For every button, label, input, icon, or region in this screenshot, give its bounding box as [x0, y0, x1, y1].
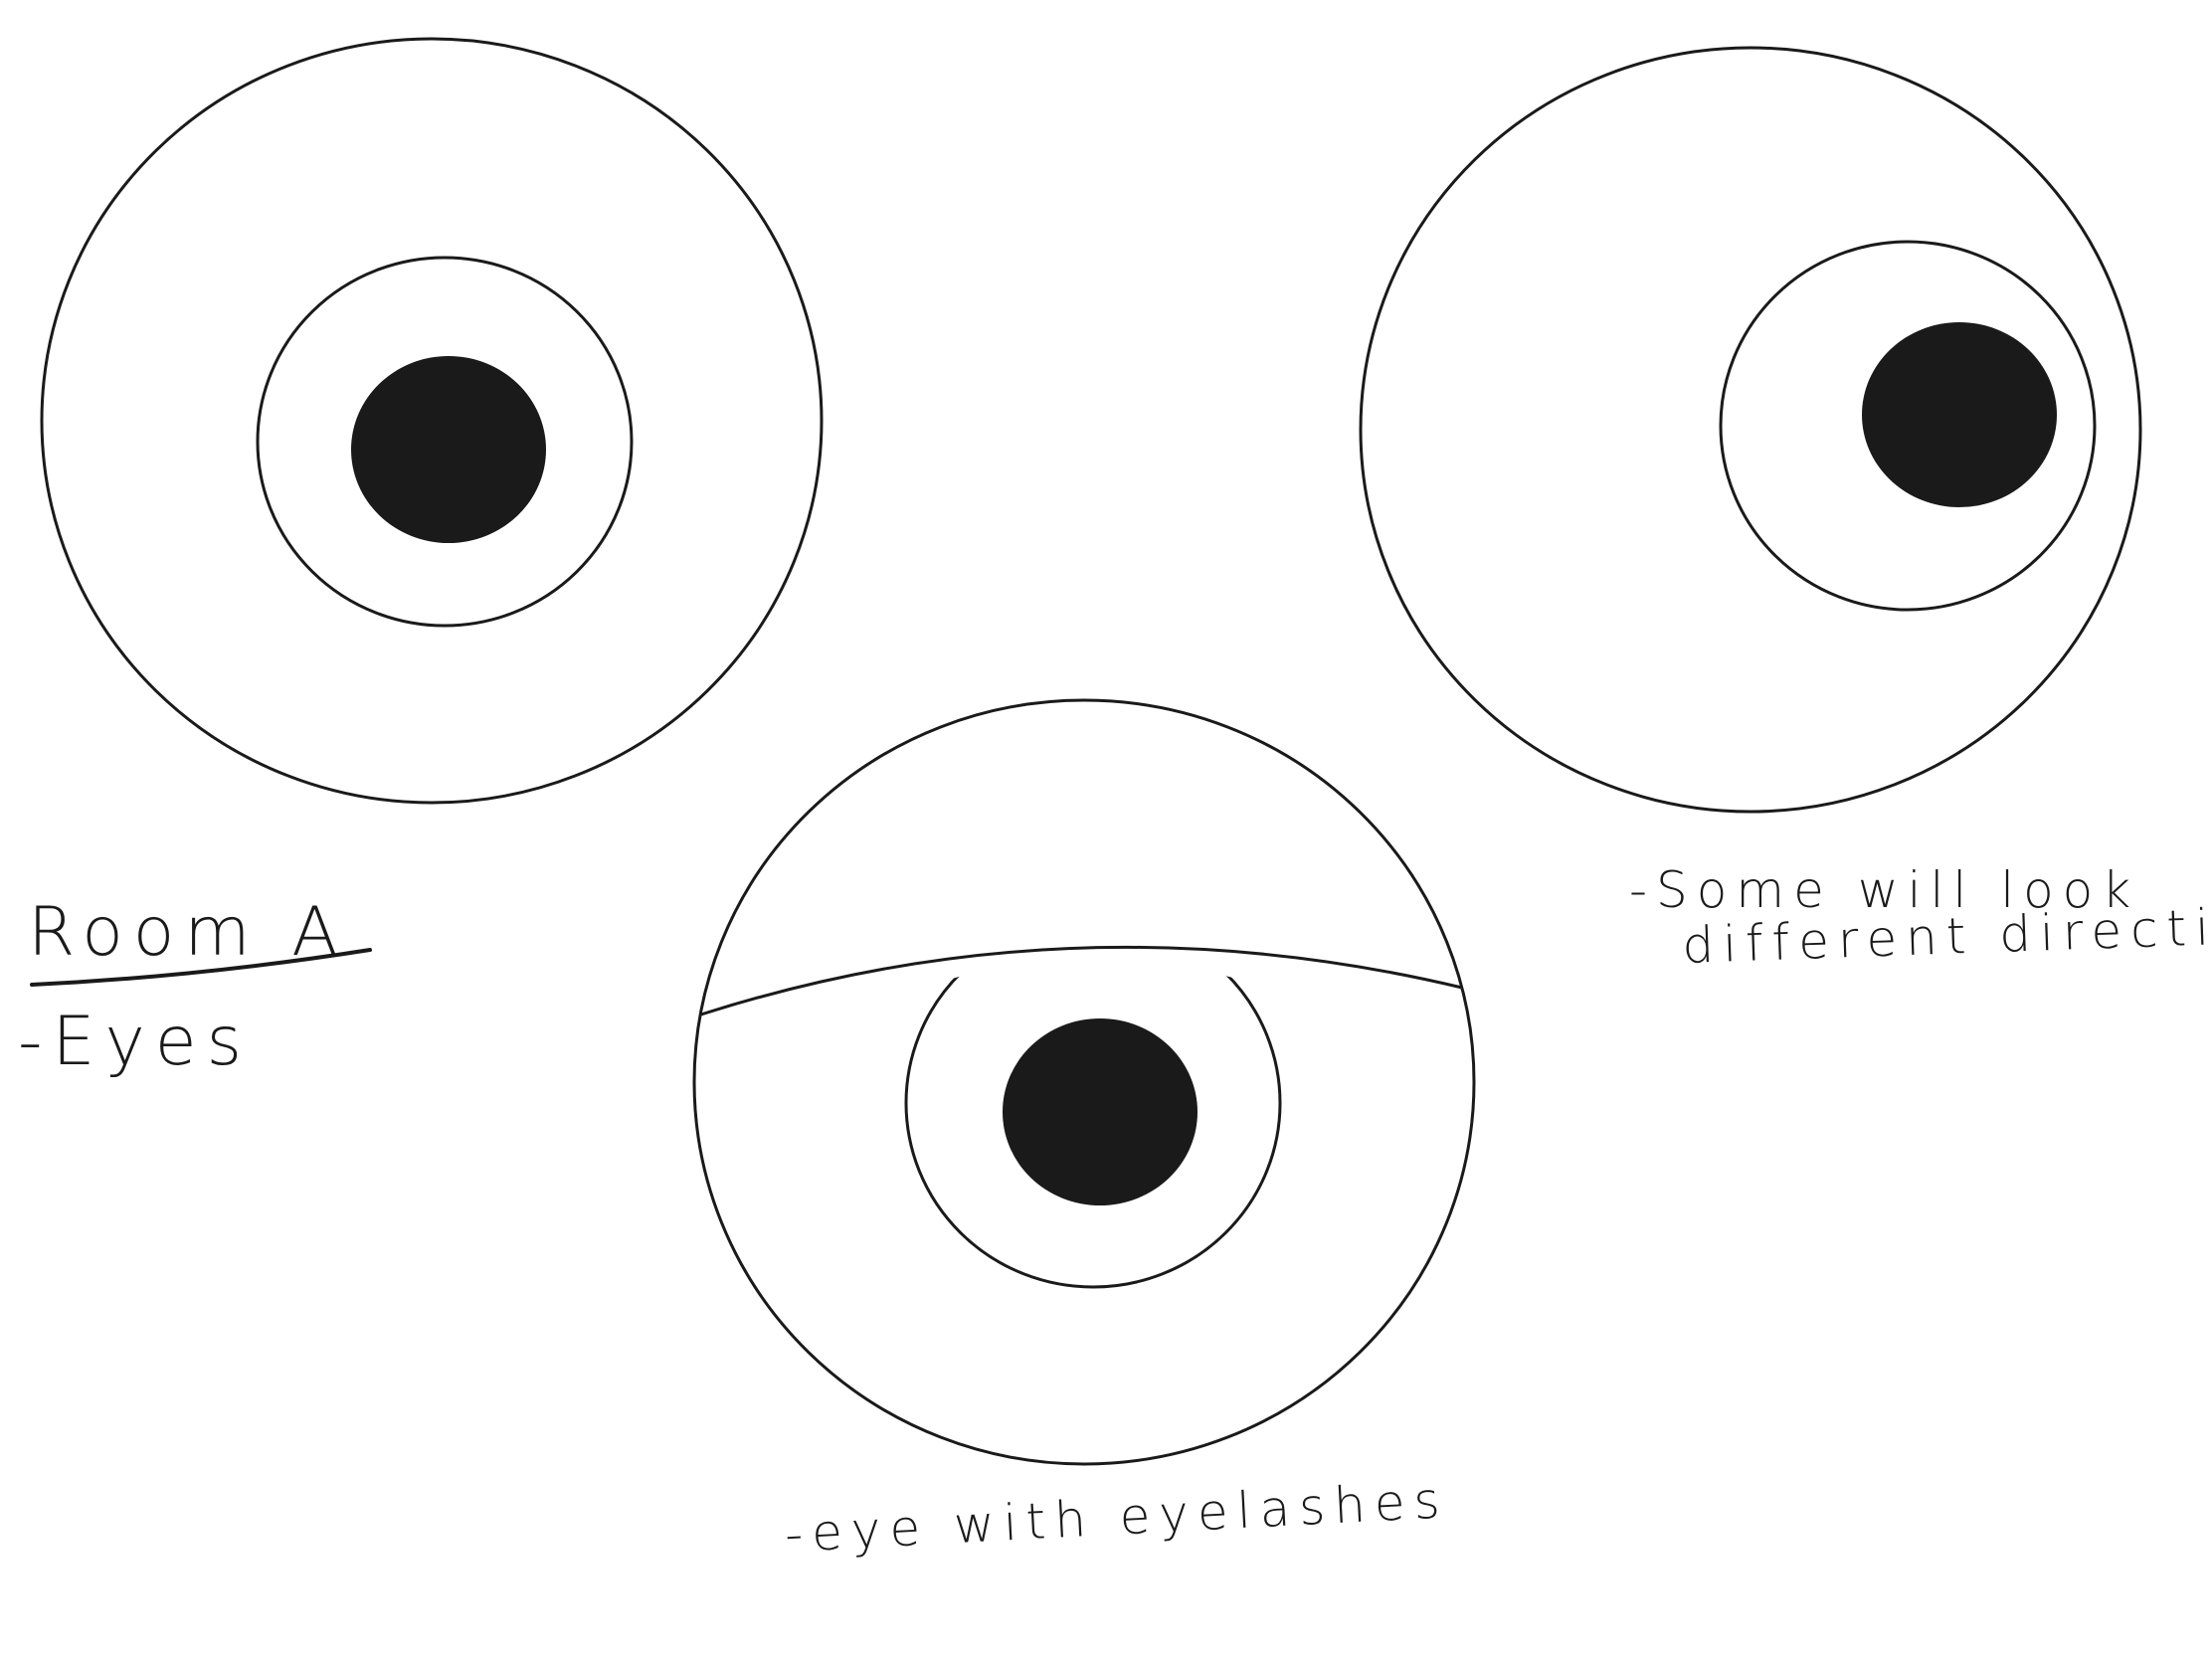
right-eye-iris — [1719, 240, 2097, 612]
left-eye-outer — [40, 37, 824, 805]
bottom-eye — [692, 698, 1476, 1466]
room-title: Room A — [28, 893, 348, 972]
direction-note: -Some will look different directions — [1629, 861, 2212, 975]
title-underline — [30, 948, 372, 987]
direction-note-line1: -Some will look — [1629, 861, 2139, 919]
right-eye-pupil — [1862, 322, 2057, 507]
right-eye-outer — [1359, 46, 2142, 814]
bottom-eye-outer — [692, 698, 1476, 1466]
left-eye — [40, 37, 824, 805]
room-subtitle: -Eyes — [18, 1003, 252, 1081]
bottom-eye-lid-mask — [875, 895, 1313, 1007]
bottom-eye-pupil — [1003, 1018, 1198, 1205]
left-eye-pupil — [351, 356, 546, 543]
left-eye-iris — [256, 256, 634, 628]
right-eye — [1359, 46, 2142, 814]
eyelid-line — [700, 945, 1463, 1016]
room-label: Room A -Eyes — [18, 893, 372, 1081]
eyelash-note: -eye with eyelashes — [784, 1471, 1450, 1564]
